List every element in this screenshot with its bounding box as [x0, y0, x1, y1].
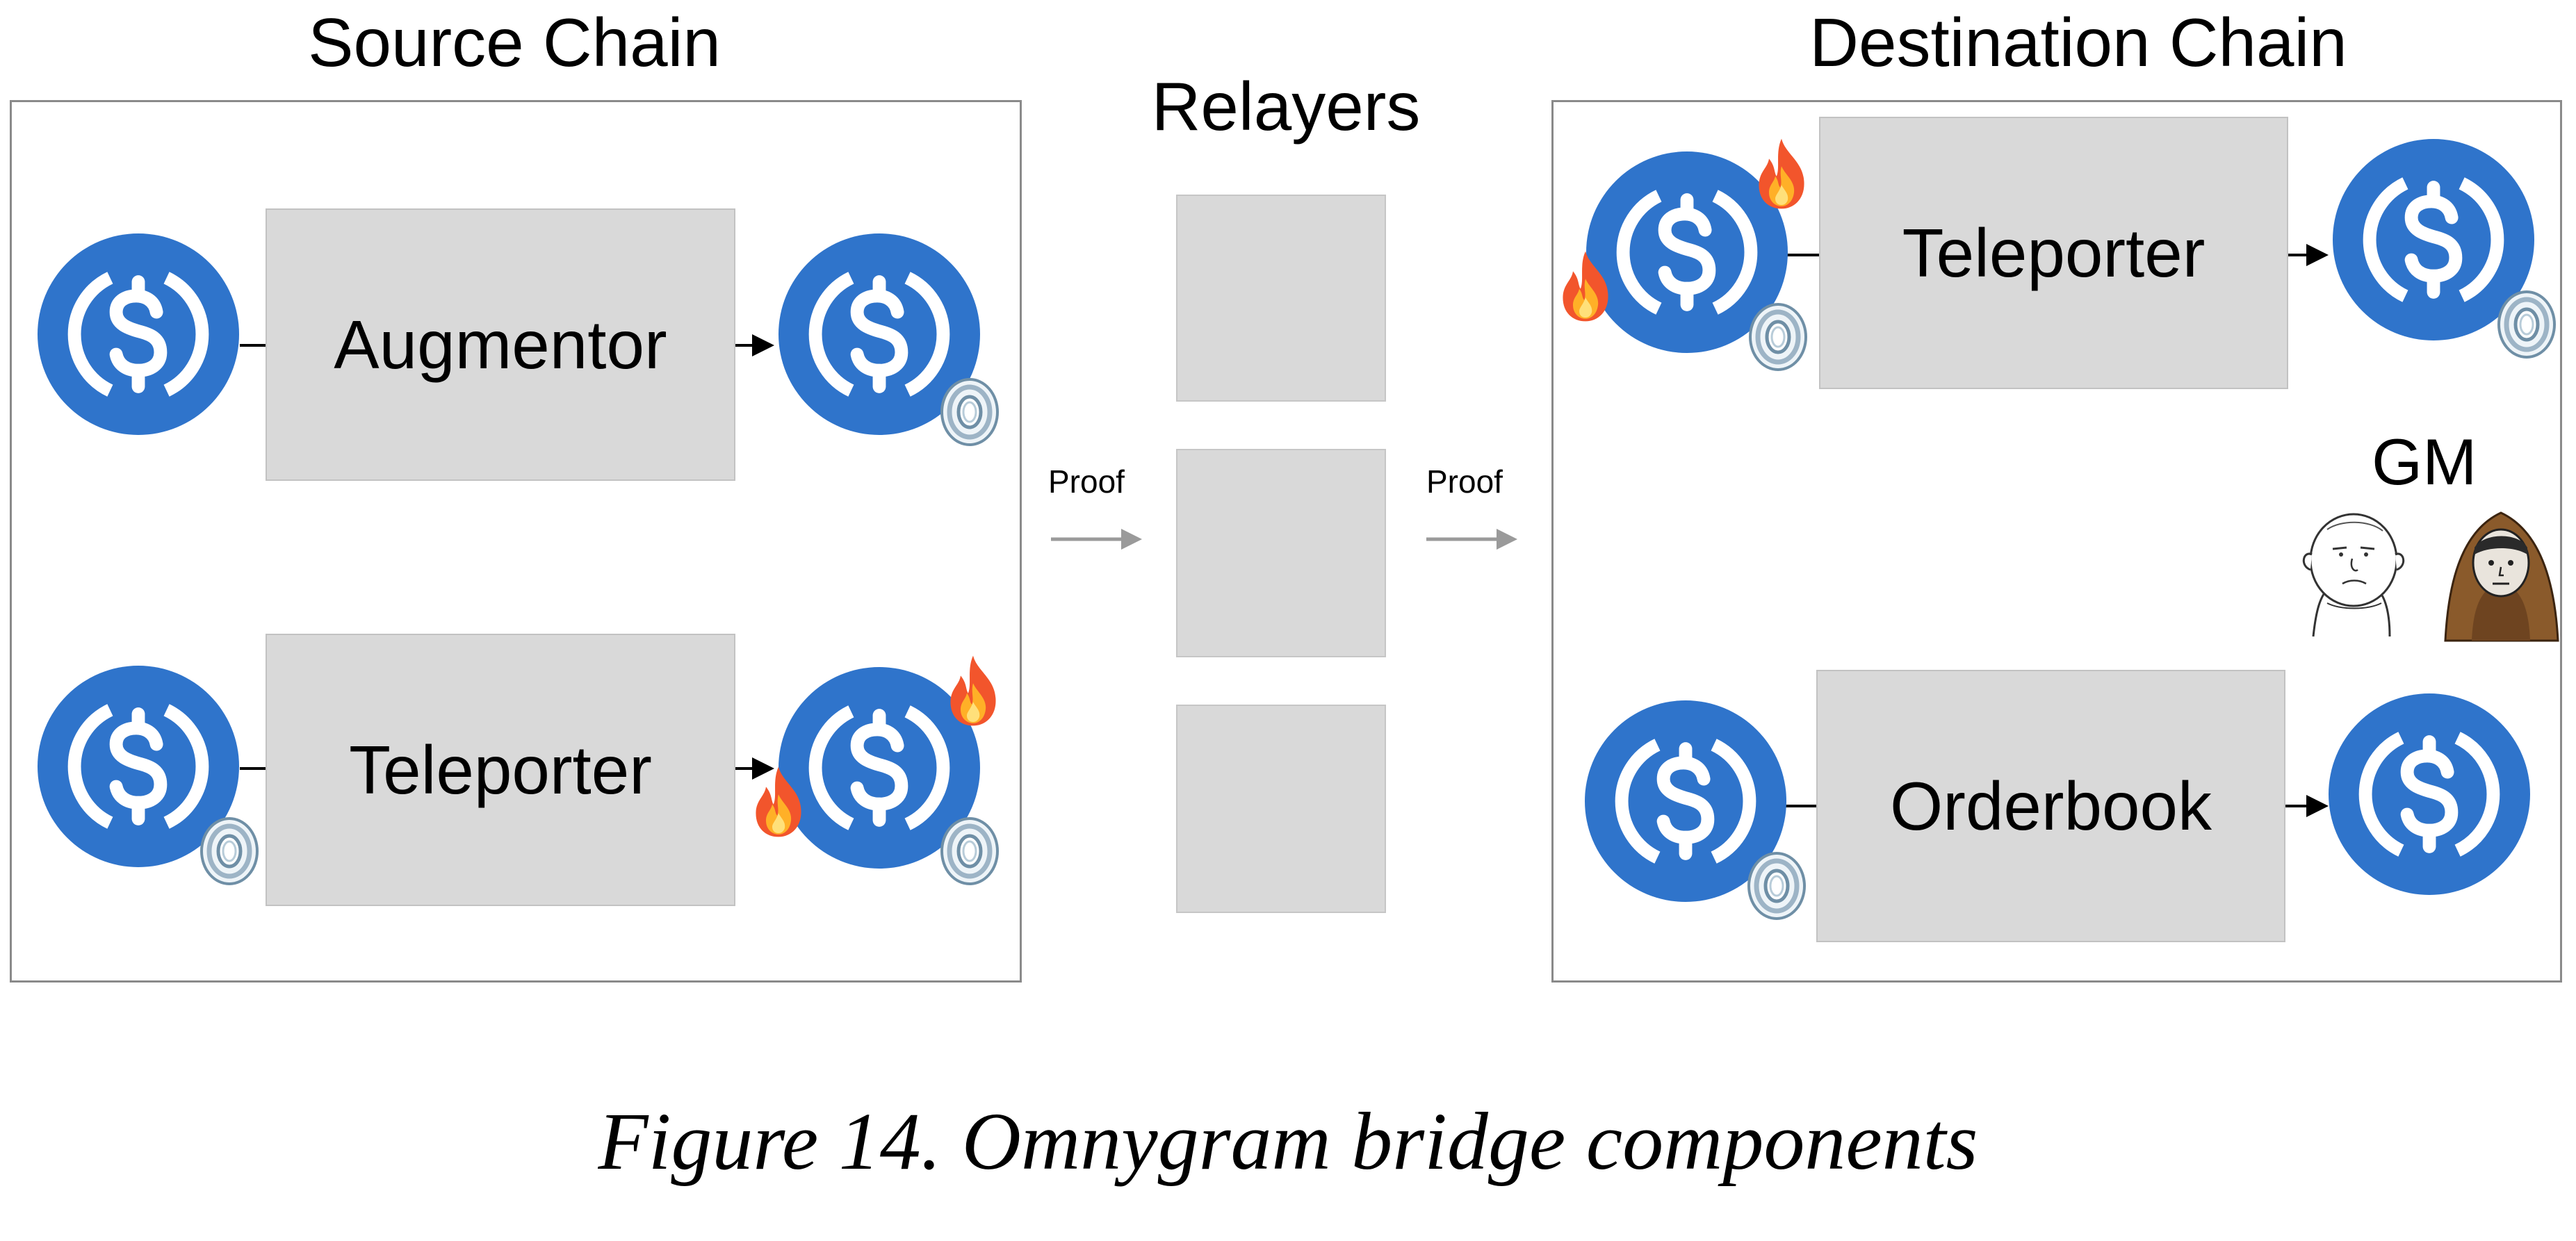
gm-label: GM [2372, 425, 2477, 498]
orderbook-box: Orderbook [1816, 670, 2285, 942]
fire-icon [1750, 136, 1813, 211]
ring-token-icon [195, 806, 264, 896]
ring-token-icon [2492, 279, 2561, 370]
augmentor-box: Augmentor [266, 208, 735, 481]
fire-icon [1554, 249, 1617, 324]
teleporter-box: Teleporter [1819, 117, 2288, 389]
proof-label-left: Proof [1048, 463, 1125, 500]
proof-label-right: Proof [1426, 463, 1503, 500]
fire-icon [942, 653, 1004, 728]
fire-icon [747, 764, 810, 839]
relayer-node [1176, 449, 1386, 657]
hooded-wojak-icon [2444, 511, 2559, 642]
wojak-face-icon [2302, 513, 2405, 637]
relayer-node [1176, 195, 1386, 402]
relayer-node [1176, 705, 1386, 913]
relayers-title: Relayers [1151, 68, 1421, 145]
ring-token-icon [935, 806, 1004, 896]
usdc-coin-icon [2329, 693, 2530, 895]
ring-token-icon [935, 367, 1004, 457]
figure-caption: Figure 14. Omnygram bridge components [598, 1096, 1978, 1187]
usdc-coin-icon [38, 233, 239, 435]
destination-chain-title: Destination Chain [1809, 4, 2347, 81]
ring-token-icon [1742, 841, 1811, 931]
source-chain-title: Source Chain [308, 4, 721, 81]
ring-token-icon [1743, 292, 1813, 382]
teleporter-box: Teleporter [266, 634, 735, 906]
